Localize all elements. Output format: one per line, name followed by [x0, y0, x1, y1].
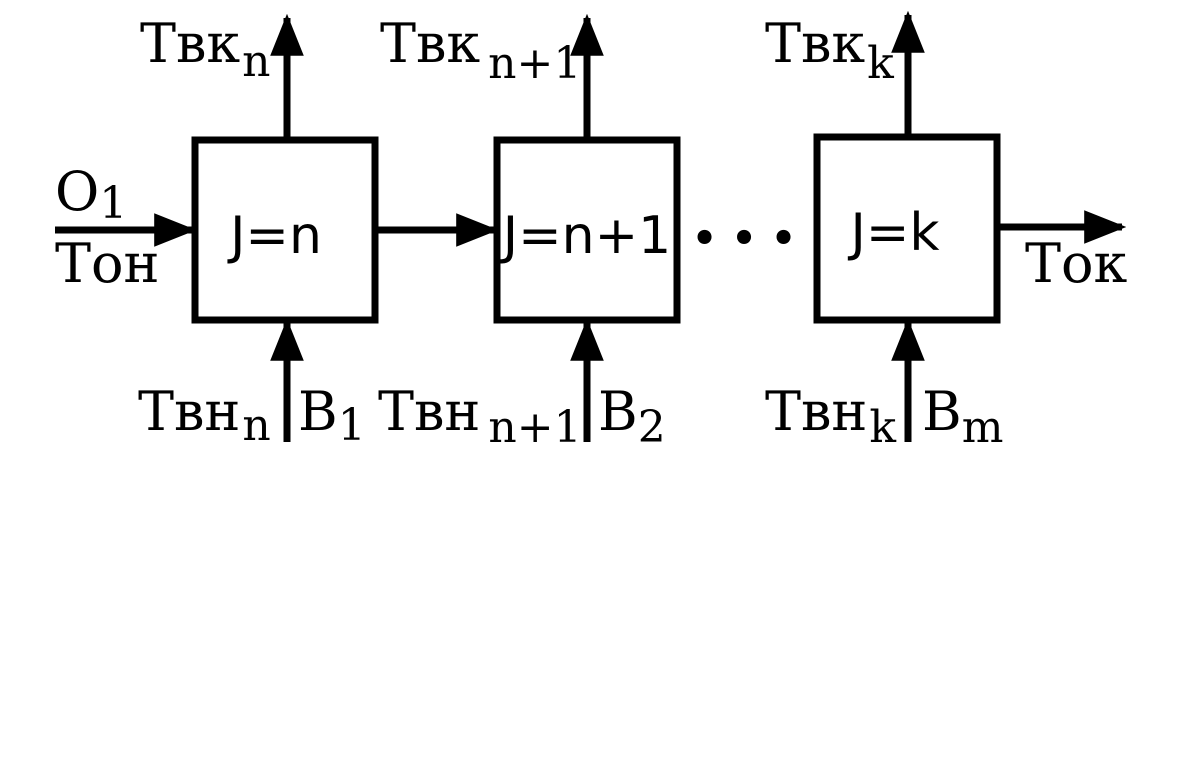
bottom-flow-label-3: Bm [922, 380, 1003, 453]
block-2-label: J=n+1 [500, 206, 672, 266]
block-1-label: J=n [227, 206, 322, 266]
bottom-temp-label-3: Твнk [765, 380, 896, 453]
left-flow-label: O1 [55, 160, 127, 229]
top-label-1: Твкn [140, 12, 271, 87]
ellipsis: • • • [692, 215, 797, 262]
bottom-temp-label-1: Твнn [138, 380, 271, 451]
top-label-3: Твкk [765, 12, 894, 89]
right-temp-label: Ток [1025, 232, 1128, 295]
block-3-label: J=k [847, 203, 939, 263]
left-temp-label: Тон [55, 232, 160, 295]
bottom-flow-label-1: B1 [298, 380, 366, 451]
bottom-flow-label-2: B2 [598, 380, 666, 453]
